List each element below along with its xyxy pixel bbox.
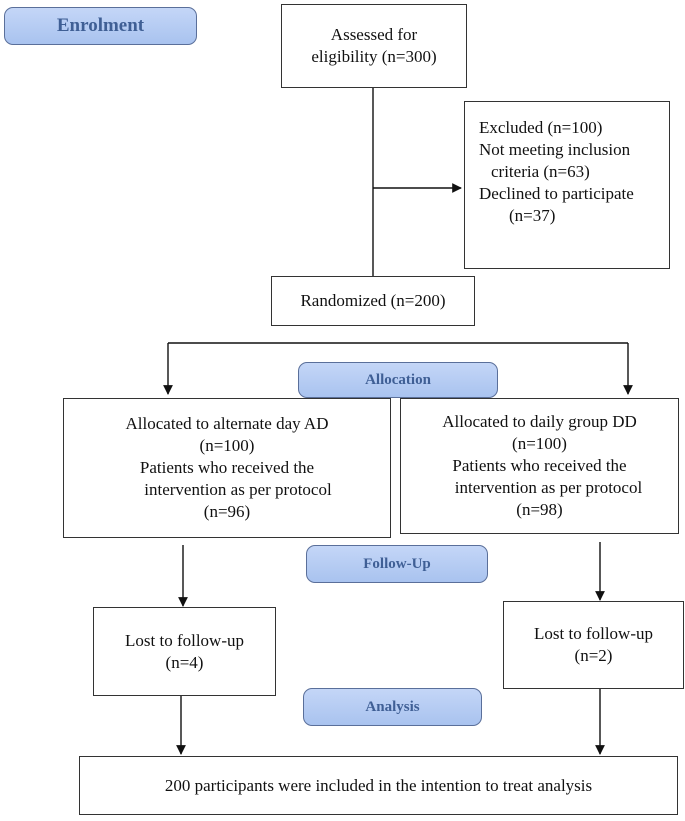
excluded-line-4: Declined to participate [479,184,634,203]
excluded-box: Excluded (n=100) Not meeting inclusion c… [464,101,670,269]
randomized-label: Randomized (n=200) [300,291,446,310]
daily-group-line-4: intervention as per protocol [454,478,643,497]
assessed-line-2: eligibility (n=300) [311,47,437,66]
final-analysis-label: 200 participants were included in the in… [164,775,593,795]
lost-left-box: Lost to follow-up (n=4) [93,607,276,696]
stage-allocation-label: Allocation [365,371,431,388]
alternate-day-line-4: intervention as per protocol [144,480,332,499]
lost-right-line-1: Lost to follow-up [534,624,653,643]
excluded-line-1: Excluded (n=100) [479,118,603,137]
daily-group-line-5: (n=98) [516,500,563,519]
alternate-day-line-3: Patients who received the [139,458,315,477]
stage-follow-up: Follow-Up [306,545,488,583]
alternate-day-line-2: (n=100) [199,436,255,455]
assessed-line-1: Assessed for [330,25,418,44]
lost-right-line-2: (n=2) [574,646,613,665]
assessed-box: Assessed for eligibility (n=300) [281,4,467,88]
randomized-box: Randomized (n=200) [271,276,475,326]
excluded-line-2: Not meeting inclusion [479,140,631,159]
alternate-day-box: Allocated to alternate day AD (n=100) Pa… [63,398,391,538]
daily-group-line-2: (n=100) [512,434,567,453]
stage-analysis-label: Analysis [365,698,420,715]
excluded-line-3: criteria (n=63) [491,162,590,181]
final-analysis-box: 200 participants were included in the in… [79,756,678,815]
alternate-day-line-5: (n=96) [203,502,251,521]
excluded-line-5: (n=37) [509,206,556,225]
daily-group-line-3: Patients who received the [452,456,627,475]
daily-group-line-1: Allocated to daily group DD [442,412,637,431]
stage-allocation: Allocation [298,362,498,398]
stage-analysis: Analysis [303,688,482,726]
daily-group-box: Allocated to daily group DD (n=100) Pati… [400,398,679,534]
alternate-day-line-1: Allocated to alternate day AD [125,414,329,433]
stage-follow-up-label: Follow-Up [363,555,431,572]
stage-enrolment-label: Enrolment [56,15,145,36]
lost-left-line-2: (n=4) [165,652,204,672]
lost-left-line-1: Lost to follow-up [125,630,244,650]
lost-right-box: Lost to follow-up (n=2) [503,601,684,689]
stage-enrolment: Enrolment [4,7,197,45]
